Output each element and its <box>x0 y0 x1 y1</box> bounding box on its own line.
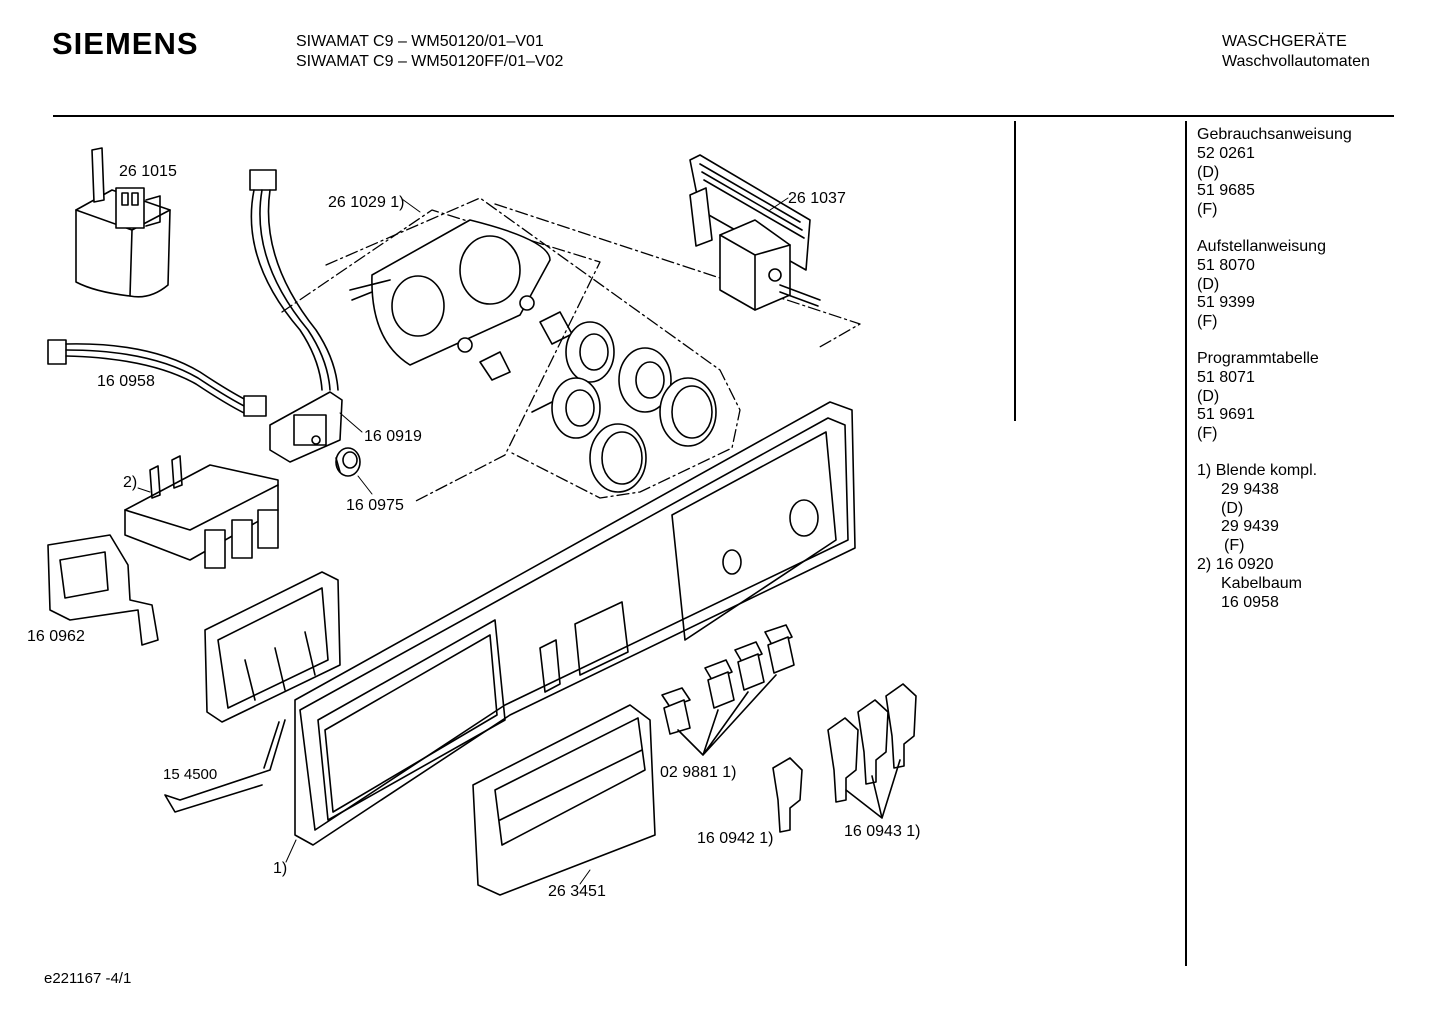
note-line: 29 9439 <box>1221 518 1279 536</box>
part-rotary-switches <box>531 321 717 493</box>
label-160962: 16 0962 <box>27 628 85 645</box>
label-261015: 26 1015 <box>119 163 177 180</box>
subcategory-title: Waschvollautomaten <box>1222 53 1370 70</box>
model-line-1: SIWAMAT C9 – WM50120/01–V01 <box>296 33 544 50</box>
header-rule <box>53 115 1394 117</box>
doc-line: 51 9399 <box>1197 294 1255 312</box>
divider-line-right <box>1185 121 1187 966</box>
label-160958: 16 0958 <box>97 373 155 390</box>
note-title: 16 0920 <box>1215 555 1274 573</box>
label-1609431: 16 0943 1) <box>844 823 921 840</box>
doc-title: Programmtabelle <box>1197 349 1319 367</box>
doc-line: (F) <box>1197 313 1218 331</box>
part-control-panel <box>294 401 856 846</box>
label-160975: 16 0975 <box>346 497 404 514</box>
part-small-clips <box>457 295 573 381</box>
part-panel-frame <box>349 219 551 366</box>
part-tabs <box>661 624 795 756</box>
label-154500: 15 4500 <box>163 766 217 783</box>
note-line: 29 9438 <box>1221 480 1279 498</box>
part-bracket <box>47 534 159 646</box>
label-note-1: 1) <box>273 860 287 877</box>
part-switch-block <box>124 455 279 569</box>
document-list: Gebrauchsanweisung 52 0261 (D) 51 9685 (… <box>1197 126 1352 612</box>
doc-line: 51 9691 <box>1197 406 1255 424</box>
note-line: 16 0958 <box>1221 593 1279 611</box>
doc-line: 51 8070 <box>1197 256 1255 274</box>
doc-group-programmtabelle: Programmtabelle 51 8071 (D) 51 9691 (F) <box>1197 350 1352 444</box>
doc-group-gebrauchsanweisung: Gebrauchsanweisung 52 0261 (D) 51 9685 (… <box>1197 126 1352 220</box>
label-263451: 26 3451 <box>548 883 606 900</box>
leader-lines <box>137 197 789 885</box>
model-line-2: SIWAMAT C9 – WM50120FF/01–V02 <box>296 53 564 70</box>
part-electronic-module <box>689 154 821 311</box>
doc-line: (D) <box>1197 275 1220 293</box>
doc-line: 52 0261 <box>1197 144 1255 162</box>
footer-code: e221167 -4/1 <box>44 970 132 987</box>
doc-title: Gebrauchsanweisung <box>1197 126 1352 143</box>
note-line: Kabelbaum <box>1221 574 1302 592</box>
divider-line-left <box>1014 121 1016 421</box>
part-wiring-board <box>249 169 343 463</box>
note-1: 1) Blende kompl. 29 9438 (D) 29 9439 (F) <box>1197 462 1352 556</box>
note-line: (D) <box>1221 499 1244 517</box>
assembly-outline-blende <box>281 197 861 503</box>
doc-line: (F) <box>1197 201 1218 219</box>
doc-group-aufstellanweisung: Aufstellanweisung 51 8070 (D) 51 9399 (F… <box>1197 238 1352 332</box>
label-0298811: 02 9881 1) <box>660 764 737 781</box>
part-rod <box>164 719 286 813</box>
siemens-logo: SIEMENS <box>52 26 199 61</box>
note-2: 2) 16 0920 Kabelbaum 16 0958 <box>1197 556 1352 612</box>
doc-line: (F) <box>1197 425 1218 443</box>
label-note-2: 2) <box>123 474 137 491</box>
part-cover <box>472 704 656 896</box>
doc-line: (D) <box>1197 387 1220 405</box>
note-line: (F) <box>1224 537 1245 555</box>
note-marker: 1) <box>1197 461 1212 479</box>
label-261037: 26 1037 <box>788 190 846 207</box>
doc-line: (D) <box>1197 163 1220 181</box>
label-1609421: 16 0942 1) <box>697 830 774 847</box>
part-knob <box>335 447 361 477</box>
part-suppressor-capacitor <box>75 147 171 298</box>
part-cable-harness <box>47 339 267 417</box>
doc-line: 51 9685 <box>1197 182 1255 200</box>
note-marker: 2) <box>1197 555 1212 573</box>
category-title: WASCHGERÄTE <box>1222 33 1347 50</box>
label-160919: 16 0919 <box>364 428 422 445</box>
part-switch-frame <box>204 571 341 723</box>
doc-line: 51 8071 <box>1197 368 1255 386</box>
part-push-buttons-triple <box>827 683 917 819</box>
note-title: Blende kompl. <box>1215 461 1318 479</box>
part-push-button-single <box>772 757 803 833</box>
label-2610291: 26 1029 1) <box>328 194 405 211</box>
doc-title: Aufstellanweisung <box>1197 237 1326 255</box>
